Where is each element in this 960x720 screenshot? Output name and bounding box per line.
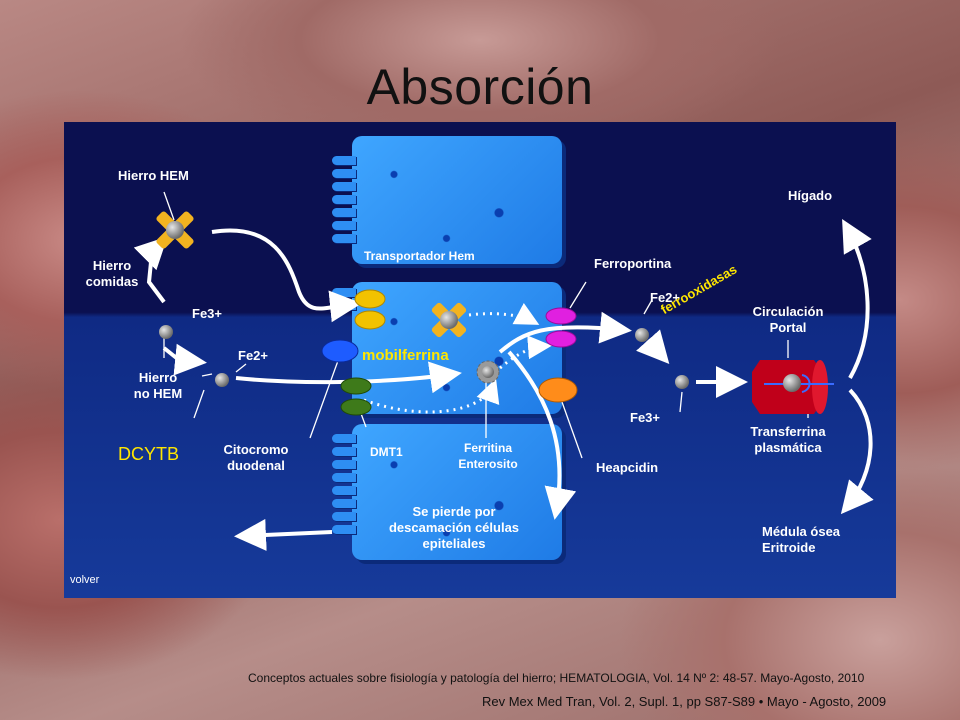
mobilferrina-label: mobilferrina: [362, 347, 449, 364]
circulacion-portal-label: Circulación Portal: [752, 304, 824, 335]
dmt1-label: DMT1: [370, 445, 403, 459]
reference-1: Conceptos actuales sobre fisiología y pa…: [248, 671, 865, 685]
fe3-right-label: Fe3+: [630, 410, 660, 425]
ferroportina-upper: [545, 307, 577, 325]
hierro-comidas-label: Hierro comidas: [85, 258, 139, 289]
higado-label: Hígado: [788, 188, 833, 203]
volver-link[interactable]: volver: [70, 574, 100, 586]
citocromo-label: Citocromo duodenal: [223, 442, 289, 473]
dmt1-lower: [340, 398, 372, 416]
fe2-left-label: Fe2+: [238, 348, 268, 363]
enterocyte-top: [352, 136, 562, 264]
citocromo-oval: [321, 339, 359, 363]
heapcidin-label: Heapcidin: [596, 460, 659, 475]
vessel: [752, 360, 834, 414]
diagram-graphics: [133, 191, 874, 551]
reference-2: Rev Mex Med Tran, Vol. 2, Supl. 1, pp S8…: [482, 694, 887, 709]
transportador-hem-upper: [354, 289, 386, 309]
microvilli-top: [332, 156, 356, 247]
enterocyte-bottom: [352, 424, 562, 560]
hierro-no-hem-label: Hierro no HEM: [133, 370, 183, 401]
ferroportina-lower: [545, 330, 577, 348]
slide-title: Absorción: [366, 59, 594, 115]
fe3-left-label: Fe3+: [192, 306, 222, 321]
ferroportina-label: Ferroportina: [594, 256, 672, 271]
medula-label: Médula ósea Eritroide: [762, 524, 841, 555]
heapcidin-oval: [538, 377, 578, 403]
microvilli-bottom: [332, 434, 356, 538]
ferritina-label: Ferritina Enterosito: [458, 441, 518, 471]
transportador-hem-lower: [354, 310, 386, 330]
dotted-arrows: [363, 302, 552, 414]
fe2-right-label: Fe2+: [650, 290, 680, 305]
ferritina-molecule: [476, 360, 500, 384]
dmt1-upper: [340, 377, 372, 395]
hierro-hem-label: Hierro HEM: [118, 168, 189, 183]
transportador-hem-label: Transportador Hem: [364, 249, 475, 263]
se-pierde-label: Se pierde por descamación células epitel…: [388, 504, 520, 551]
flow-arrows: [133, 219, 874, 551]
leader-lines: [163, 191, 809, 459]
dcytb-label: DCYTB: [118, 444, 180, 464]
transferrina-label: Transferrina plasmática: [750, 424, 826, 455]
iron-absorption-diagram: Hierro HEM Hierro comidas Fe3+ Fe2+ Hier…: [64, 122, 896, 598]
